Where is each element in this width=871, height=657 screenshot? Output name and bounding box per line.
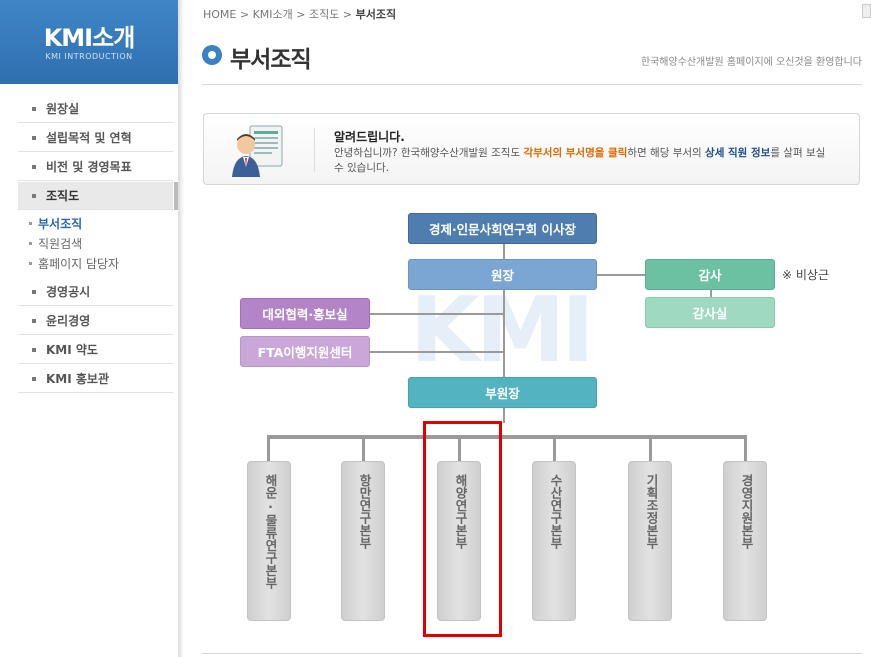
dept-label: 경영지원본부: [739, 474, 754, 549]
connector-line: [369, 351, 504, 353]
connector-line: [503, 243, 505, 423]
connector-line: [596, 274, 646, 276]
connector-line: [458, 435, 461, 462]
org-box-fta-center[interactable]: FTA이행지원센터: [240, 336, 370, 367]
sidebar-item-ethics[interactable]: 윤리경영: [18, 307, 173, 335]
kmi-watermark: KMI: [410, 278, 595, 383]
sidebar-item-history[interactable]: 설립목적 및 연혁: [18, 124, 173, 152]
title-circle-icon: [202, 45, 222, 65]
breadcrumb-current: 부서조직: [355, 8, 397, 21]
highlight-box: [423, 421, 502, 637]
connector-line: [553, 435, 556, 462]
connector-line: [649, 435, 652, 462]
connector-line: [369, 313, 504, 315]
connector-line: [268, 435, 747, 439]
org-box-auditor[interactable]: 감사: [645, 259, 775, 290]
sidebar-header: KMI소개 KMI INTRODUCTION: [0, 0, 178, 84]
notice-text: 안녕하십니까? 한국해양수산개발원 조직도 각부서의 부서명을 클릭하면 해당 …: [334, 146, 834, 176]
sidebar-item-director[interactable]: 원장실: [18, 95, 173, 123]
bottom-divider: [202, 653, 862, 654]
notice-text-part: 안녕하십니까? 한국해양수산개발원 조직도: [334, 147, 524, 159]
sidebar-item-organization[interactable]: 조직도: [18, 182, 178, 210]
sidebar-item-vision[interactable]: 비전 및 경영목표: [18, 153, 173, 181]
welcome-text: 한국해양수산개발원 홈페이지에 오신것을 환영합니다: [640, 57, 862, 68]
dept-ocean[interactable]: 해양연구본부: [437, 461, 481, 621]
breadcrumb-separator: >: [342, 8, 353, 21]
breadcrumb-level2[interactable]: 조직도: [309, 8, 340, 21]
breadcrumb-level1[interactable]: KMI소개: [252, 8, 293, 21]
breadcrumb: HOME > KMI소개 > 조직도 > 부서조직: [203, 6, 396, 22]
org-box-chairman[interactable]: 경제·인문사회연구회 이사장: [408, 213, 597, 244]
dept-label: 항만연구본부: [357, 474, 372, 549]
breadcrumb-home[interactable]: HOME: [203, 8, 237, 21]
sidebar-divider: [178, 0, 184, 657]
org-box-president[interactable]: 원장: [408, 259, 597, 290]
dept-label: 기획조정본부: [644, 474, 659, 549]
sidebar-title: KMI소개: [43, 24, 136, 52]
sidebar-item-map[interactable]: KMI 약도: [18, 336, 173, 364]
auditor-note: ※ 비상근: [782, 268, 829, 282]
connector-line: [362, 435, 365, 462]
notice-separator: [314, 128, 315, 172]
page-header: 부서조직 한국해양수산개발원 홈페이지에 오신것을 환영합니다: [202, 40, 862, 85]
sidebar-subitem-staff-search[interactable]: 직원검색: [28, 237, 83, 251]
dept-management-support[interactable]: 경영지원본부: [723, 461, 767, 621]
breadcrumb-separator: >: [239, 8, 250, 21]
breadcrumb-separator: >: [296, 8, 306, 21]
notice-text-part: 하면 해당 부서의: [627, 147, 706, 159]
dept-label: 수산연구본부: [548, 474, 563, 549]
sidebar: KMI소개 KMI INTRODUCTION 원장실 설립목적 및 연혁 비전 …: [0, 0, 178, 657]
org-box-vice-president[interactable]: 부원장: [408, 377, 597, 408]
notice-text-part: 를 살펴 보실 수 있습니다.: [334, 147, 826, 174]
dept-shipping-logistics[interactable]: 해운·물류연구본부: [247, 461, 291, 621]
dept-label: 해운·물류연구본부: [263, 474, 278, 589]
org-box-external-relations[interactable]: 대외협력·홍보실: [240, 298, 370, 329]
dept-label: 해양연구본부: [453, 474, 468, 549]
sidebar-subitem-web-manager[interactable]: 홈페이지 담당자: [28, 257, 120, 271]
page-title: 부서조직: [230, 47, 312, 73]
sidebar-subitem-departments[interactable]: 부서조직: [28, 217, 83, 231]
sidebar-item-pr[interactable]: KMI 홍보관: [18, 365, 173, 393]
sidebar-subtitle: KMI INTRODUCTION: [45, 52, 133, 61]
connector-line: [744, 435, 747, 462]
notice-highlight-staff: 상세 직원 정보: [705, 147, 771, 159]
dept-port[interactable]: 항만연구본부: [341, 461, 385, 621]
dept-fisheries[interactable]: 수산연구본부: [532, 461, 576, 621]
sidebar-item-disclosure[interactable]: 경영공시: [18, 278, 173, 306]
connector-line: [267, 435, 270, 462]
org-box-audit-office[interactable]: 감사실: [645, 297, 775, 328]
notice-highlight-click: 각부서의 부서명을 클릭: [523, 147, 628, 159]
dept-planning[interactable]: 기획조정본부: [628, 461, 672, 621]
connector-line: [710, 290, 712, 298]
notice-title: 알려드립니다.: [334, 130, 405, 144]
notice-box: 알려드립니다. 안녕하십니까? 한국해양수산개발원 조직도 각부서의 부서명을 …: [203, 113, 860, 185]
person-document-icon: [232, 125, 283, 177]
